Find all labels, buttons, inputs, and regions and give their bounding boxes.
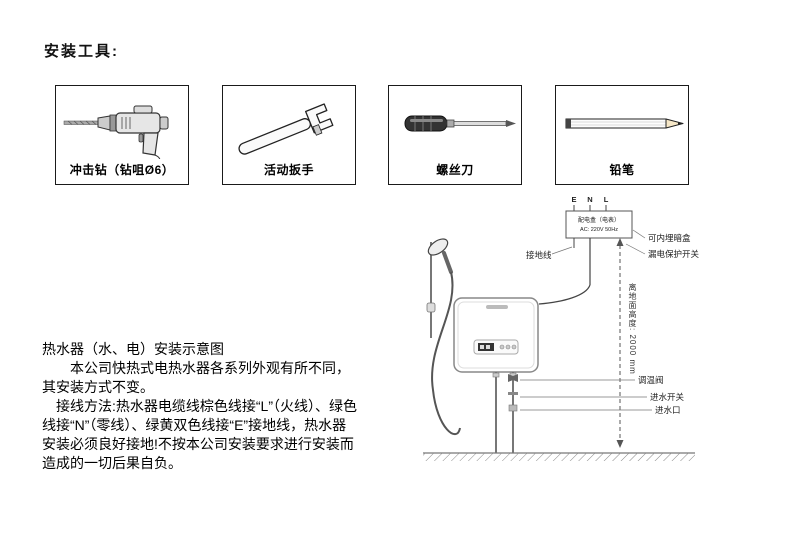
- heater-logo: [486, 305, 508, 309]
- water-switch: [508, 392, 518, 395]
- power-box-rating: AC: 220V 50Hz: [580, 227, 618, 233]
- shower-hose: [431, 271, 461, 436]
- tool-label-drill: 冲击钻（钻咀Ø6）: [69, 163, 175, 177]
- impact-drill-icon: [60, 89, 186, 164]
- tool-box-screwdriver: 螺丝刀: [388, 85, 522, 185]
- screwdriver-icon: [393, 89, 519, 164]
- water-switch-label: 进水开关: [650, 392, 685, 402]
- description-paragraph-1: 本公司快热式电热水器各系列外观有所不同，其安装方式不变。: [42, 360, 350, 395]
- tool-box-pencil: 铅笔: [555, 85, 689, 185]
- tool-label-pencil: 铅笔: [609, 163, 635, 177]
- installation-description: 热水器（水、电）安装示意图 本公司快热式电热水器各系列外观有所不同，其安装方式不…: [42, 340, 358, 473]
- ground-wire-label: 接地线: [526, 250, 552, 260]
- tool-label-screwdriver: 螺丝刀: [436, 163, 474, 177]
- leakage-switch-label: 漏电保护开关: [648, 249, 700, 259]
- tool-box-drill: 冲击钻（钻咀Ø6）: [55, 85, 189, 185]
- pencil-icon: [560, 89, 686, 164]
- terminal-l: L: [604, 195, 609, 204]
- terminal-labels: E N L: [571, 195, 609, 211]
- diagram-caption: 热水器（水、电）安装示意图: [42, 341, 224, 357]
- height-dimension-line: [616, 238, 624, 448]
- height-dimension-label: 离地面高度: 2000 mm: [628, 283, 637, 375]
- tool-label-wrench: 活动扳手: [263, 163, 314, 177]
- water-inlet: [508, 404, 518, 412]
- water-pipes: [492, 372, 518, 453]
- shower-head: [426, 238, 453, 338]
- adjustable-wrench-icon: [227, 89, 353, 164]
- tool-box-wrench: 活动扳手: [222, 85, 356, 185]
- section-title: 安装工具:: [44, 43, 119, 60]
- power-box: 配电盒（电表） AC: 220V 50Hz: [565, 210, 633, 239]
- terminal-n: N: [587, 195, 592, 204]
- temp-valve-label: 调温阀: [638, 375, 664, 385]
- installation-diagram: E N L 配电盒（电表） AC: 220V 50Hz 可内埋暗盒 漏电保护开关…: [408, 190, 758, 505]
- hidden-box-label: 可内埋暗盒: [648, 233, 691, 243]
- water-inlet-label: 进水口: [655, 405, 681, 415]
- ground-line: [423, 452, 695, 461]
- power-cord: [538, 238, 591, 305]
- power-box-name: 配电盒（电表）: [578, 216, 620, 224]
- description-paragraph-2: 接线方法:热水器电缆线棕色线接“L”（火线）、绿色线接“N”（零线）、绿黄双色线…: [42, 398, 357, 471]
- terminal-e: E: [571, 195, 576, 204]
- water-heater: [453, 297, 539, 373]
